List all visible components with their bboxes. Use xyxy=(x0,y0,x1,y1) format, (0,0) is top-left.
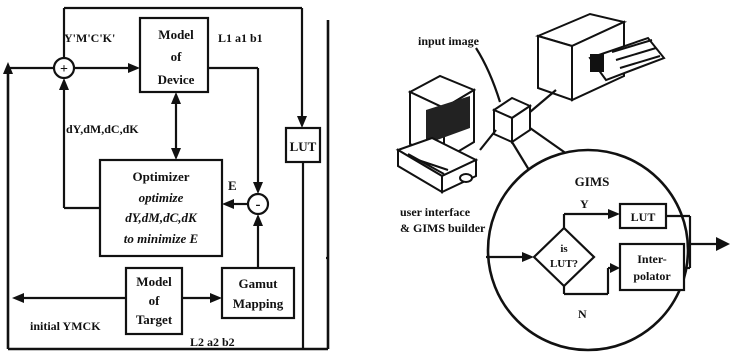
left-flow-diagram: + Model of Device Y'M'C'K' L1 a1 b1 dY,d… xyxy=(3,8,328,349)
label-l2-a2-b2: L2 a2 b2 xyxy=(190,335,235,349)
right-system-illustration: input image user interface & GIMS bui xyxy=(398,14,730,350)
printer-icon xyxy=(538,14,664,100)
arrowhead-up-to-model xyxy=(171,92,181,104)
interpolator-line-1: Inter- xyxy=(637,252,667,266)
no-label: N xyxy=(578,307,587,321)
optimizer-line-1: optimize xyxy=(139,190,184,205)
arrowhead-into-minus xyxy=(253,182,263,194)
model-device-line-3: Device xyxy=(158,72,195,87)
label-deltas: dY,dM,dC,dK xyxy=(66,122,139,136)
user-interface-line-2: & GIMS builder xyxy=(400,221,486,235)
label-initial-ymck: initial YMCK xyxy=(30,319,101,333)
model-device-line-1: Model xyxy=(158,27,194,42)
sum-plus-label: + xyxy=(60,62,68,77)
gamut-line-2: Mapping xyxy=(233,296,284,311)
gims-title: GIMS xyxy=(575,174,610,189)
label-l1-a1-b1: L1 a1 b1 xyxy=(218,31,263,45)
arrowhead-gims-output xyxy=(716,237,730,251)
interpolator-box xyxy=(620,244,684,290)
optimizer-title: Optimizer xyxy=(132,169,189,184)
lut-label: LUT xyxy=(290,139,317,154)
gims-hardware-icon xyxy=(494,98,530,142)
label-ymck-prime: Y'M'C'K' xyxy=(64,31,115,45)
printer-cable xyxy=(530,90,556,112)
input-cable xyxy=(476,48,500,102)
input-image-label: input image xyxy=(418,34,480,48)
sum-minus-label: - xyxy=(256,197,261,213)
decision-line-1: is xyxy=(560,243,568,255)
arrowhead-into-optimizer xyxy=(222,199,234,209)
arrowhead-into-lut xyxy=(297,116,307,128)
optimizer-line-3: to minimize E xyxy=(124,231,199,246)
decision-line-2: LUT? xyxy=(550,258,578,270)
model-target-line-1: Model xyxy=(136,274,172,289)
optimizer-line-2: dY,dM,dC,dK xyxy=(125,210,198,225)
model-target-line-3: Target xyxy=(136,312,173,327)
model-target-line-2: of xyxy=(149,293,161,308)
yes-label: Y xyxy=(580,197,589,211)
gims-lut-label: LUT xyxy=(631,210,656,224)
arrowhead-down-to-optimizer xyxy=(171,148,181,160)
arrowhead-into-sum xyxy=(59,78,69,90)
arrowhead-into-gamut xyxy=(210,293,222,303)
gamut-line-1: Gamut xyxy=(239,276,279,291)
arrowhead-initial xyxy=(12,293,24,303)
computer-cable xyxy=(480,130,496,150)
arrowhead-up-into-minus xyxy=(253,214,263,226)
user-interface-line-1: user interface xyxy=(400,205,471,219)
interpolator-line-2: polator xyxy=(633,269,671,283)
label-e: E xyxy=(228,178,237,193)
model-device-line-2: of xyxy=(171,49,183,64)
computer-icon xyxy=(398,76,476,192)
arrowhead-into-model xyxy=(128,63,140,73)
